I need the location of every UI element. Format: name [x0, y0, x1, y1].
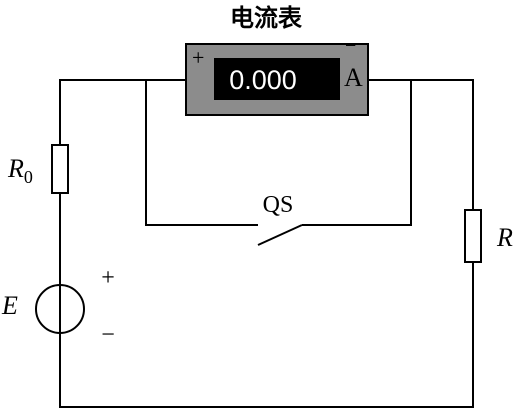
resistor-r0	[51, 144, 69, 194]
wire-top-right	[367, 79, 474, 210]
wire-bottom	[59, 262, 474, 408]
ammeter-title: 电流表	[230, 4, 303, 32]
ammeter-symbol: A	[344, 63, 363, 92]
switch-label: QS	[263, 192, 294, 218]
source-plus: +	[101, 265, 115, 291]
switch-blade	[257, 224, 303, 246]
source-minus: −	[101, 322, 115, 348]
ammeter-minus-terminal: −	[345, 35, 356, 57]
wire-top-left	[59, 79, 187, 145]
resistor-r-label: R	[496, 223, 513, 252]
source-label: E	[1, 291, 18, 320]
resistor-r0-letter: R	[7, 154, 24, 183]
wire-switch-left	[145, 80, 258, 226]
resistor-r0-label: R0	[7, 154, 33, 187]
resistor-r	[464, 209, 482, 263]
ammeter-display	[214, 58, 340, 100]
circuit-wires	[59, 79, 474, 408]
resistor-r0-subscript: 0	[24, 167, 33, 187]
ammeter-plus-terminal: +	[192, 45, 204, 70]
ammeter-reading: 0.000	[229, 65, 297, 95]
wire-switch-right	[302, 80, 412, 226]
